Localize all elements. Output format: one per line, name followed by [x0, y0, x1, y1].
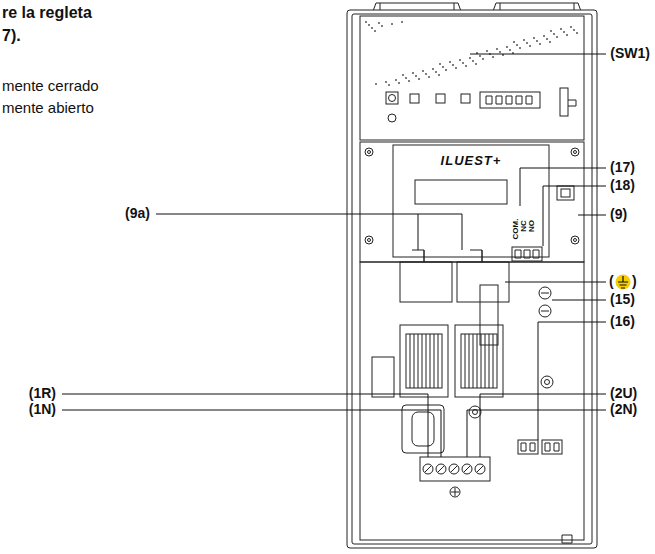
board-dot — [418, 78, 420, 80]
board-dot — [395, 79, 397, 81]
board-dot — [465, 65, 467, 67]
board-dot — [449, 61, 451, 63]
board-dot — [570, 26, 572, 28]
board-dot — [529, 45, 531, 47]
board-dot — [479, 55, 481, 57]
board-dot — [546, 38, 548, 40]
board-dot — [455, 67, 457, 69]
board-dot — [435, 71, 437, 73]
board-dot — [374, 30, 376, 32]
board-dot — [439, 63, 441, 65]
board-dot — [563, 31, 565, 33]
board-dot — [442, 66, 444, 68]
board-dot — [482, 58, 484, 60]
board-dot — [432, 68, 434, 70]
board-dot — [550, 30, 552, 32]
callout-number: (16) — [610, 314, 635, 329]
board-dot — [445, 69, 447, 71]
callout-number: (18) — [610, 178, 635, 193]
board-dot — [408, 80, 410, 82]
callout-number: (2N) — [610, 402, 637, 417]
board-dot — [526, 42, 528, 44]
board-dot — [516, 44, 518, 46]
board-dot — [486, 50, 488, 52]
callout-number: (2U) — [610, 386, 637, 401]
board-dot — [496, 48, 498, 50]
board-dot — [422, 70, 424, 72]
callout-number: (17) — [610, 160, 635, 175]
board-dot — [566, 34, 568, 36]
board-dot — [549, 41, 551, 43]
board-dot — [402, 74, 404, 76]
board-dot — [472, 60, 474, 62]
board-dot — [371, 27, 373, 29]
board-dot — [375, 83, 377, 85]
callout-number: (1N) — [29, 402, 56, 417]
pin-name: NO — [528, 220, 537, 232]
board-dot — [469, 57, 471, 59]
board-dot — [398, 82, 400, 84]
callout-number: (1R) — [29, 386, 56, 401]
board-dot — [523, 39, 525, 41]
board-dot — [536, 40, 538, 42]
board-dot — [519, 47, 521, 49]
board-dot — [415, 75, 417, 77]
heading-fragment: 7). — [2, 27, 21, 45]
callout-number: (9a) — [125, 206, 150, 221]
note-text: mente cerrado — [2, 78, 99, 95]
board-dot — [378, 22, 380, 24]
board-dot — [388, 84, 390, 86]
board-dot — [459, 59, 461, 61]
board-dot — [425, 73, 427, 75]
board-dot — [509, 49, 511, 51]
board-dot — [506, 46, 508, 48]
board-dot — [401, 21, 403, 23]
board-dot — [553, 33, 555, 35]
board-dot — [556, 36, 558, 38]
board-dot — [533, 37, 535, 39]
callout-bracket: ) — [632, 274, 637, 289]
board-dot — [428, 76, 430, 78]
board-dot — [365, 21, 367, 23]
brand-logo: ILUEST+ — [441, 154, 502, 168]
board-dot — [576, 32, 578, 34]
board-dot — [452, 64, 454, 66]
board-dot — [539, 43, 541, 45]
board-dot — [381, 25, 383, 27]
board-dot — [412, 72, 414, 74]
board-dot — [405, 77, 407, 79]
board-dot — [368, 24, 370, 26]
board-dot — [513, 41, 515, 43]
heading-fragment: re la regleta — [2, 4, 92, 22]
board-dot — [573, 29, 575, 31]
board-dot — [391, 23, 393, 25]
board-dot — [462, 62, 464, 64]
board-dot — [499, 51, 501, 53]
board-dot — [385, 81, 387, 83]
callout-number: (9) — [610, 207, 627, 222]
callout-number: (15) — [610, 292, 635, 307]
board-dot — [475, 63, 477, 65]
board-dot — [560, 28, 562, 30]
callout-bracket: ( — [609, 274, 614, 289]
note-text: mente abierto — [2, 100, 94, 117]
board-dot — [543, 35, 545, 37]
board-dot — [438, 74, 440, 76]
callout-number: (SW1) — [610, 46, 650, 61]
board-dot — [492, 56, 494, 58]
